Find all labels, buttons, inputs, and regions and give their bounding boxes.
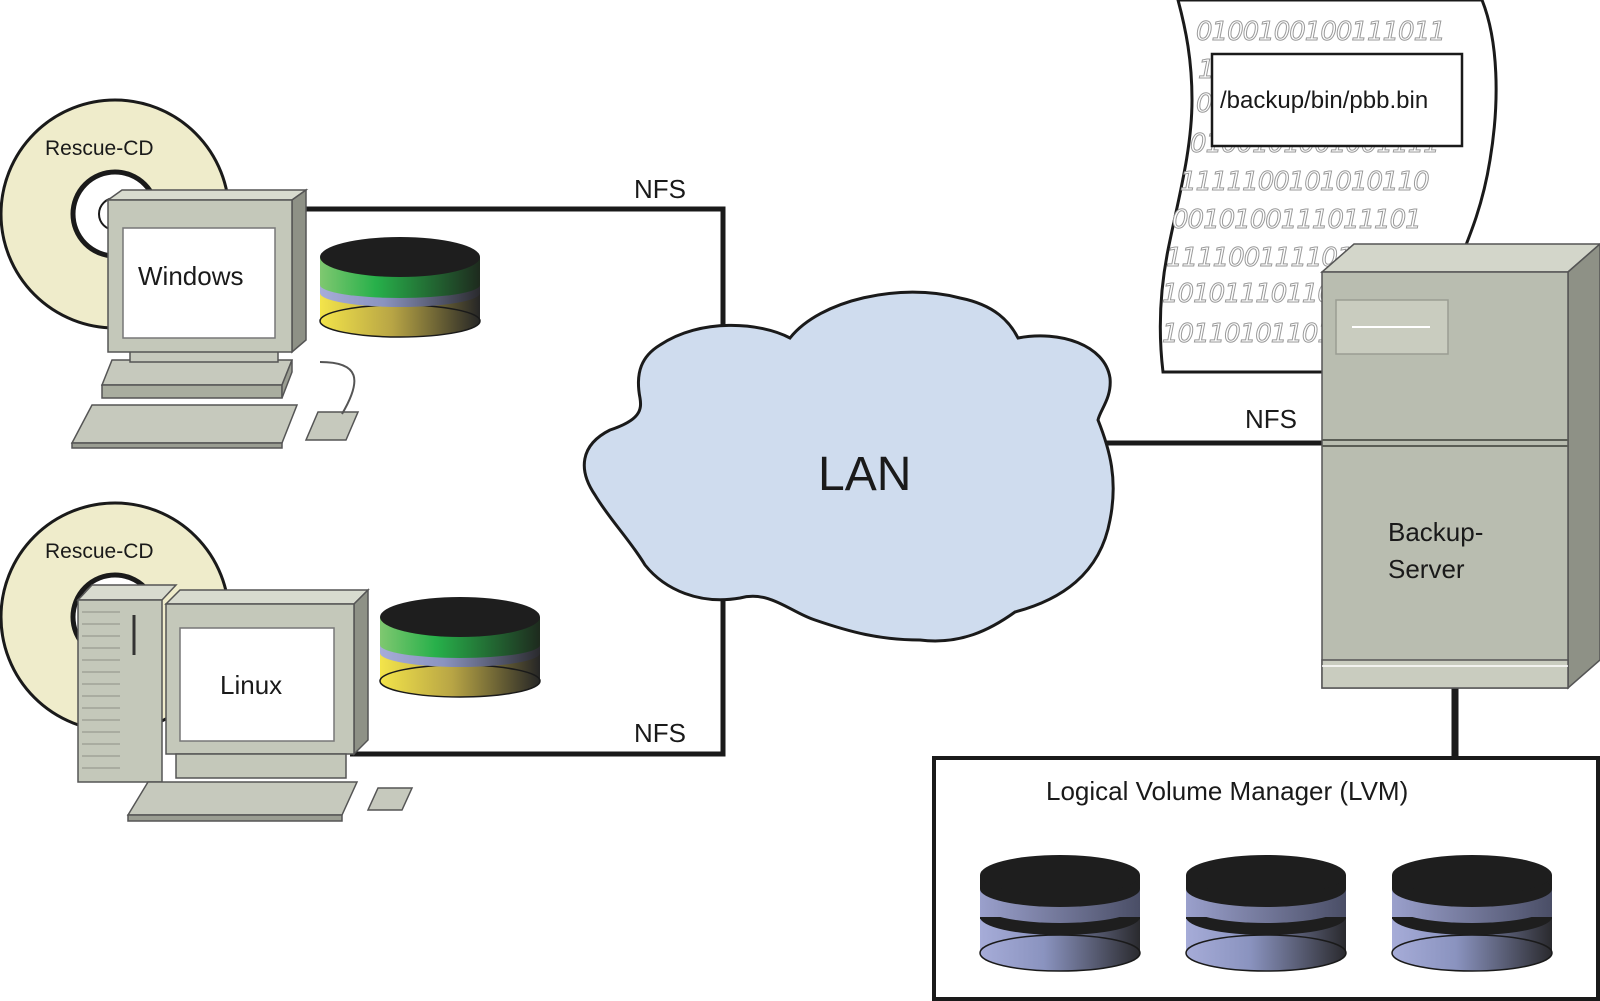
disk-stack-icon [379,597,541,698]
lan-cloud: LAN [582,290,1115,643]
binary-line: 0100100100111011 [1196,17,1445,47]
lan-label: LAN [818,448,911,501]
lvm-disk-icon [1185,855,1347,972]
binary-line: 1 [1198,55,1214,85]
lvm-disk-icon [1391,855,1553,972]
nfs-link-linux [350,600,726,757]
windows-client: Rescue-CD Windows [0,98,481,449]
backup-server-icon [1320,243,1600,690]
lvm-title: Logical Volume Manager (LVM) [1046,776,1408,806]
binary-line: 0010100111011101 [1172,205,1421,235]
tower-computer-icon [76,584,414,822]
linux-label: Linux [220,670,282,700]
disk-stack-icon [319,237,481,338]
server-label-line2: Server [1388,554,1465,584]
lvm-disk-icon [979,855,1141,972]
binary-line: 1111100101010110 [1180,167,1429,197]
binary-line: 0 [1196,89,1212,119]
rescue-cd-label: Rescue-CD [45,540,154,563]
desktop-computer-icon [70,188,360,449]
windows-label: Windows [138,261,243,291]
linux-client: Rescue-CD [0,501,541,822]
nfs-label-server: NFS [1245,404,1297,434]
nfs-label-windows: NFS [634,174,686,204]
rescue-cd-label: Rescue-CD [45,137,154,160]
nfs-label-linux: NFS [634,718,686,748]
nfs-link-windows [302,206,726,331]
server-label-line1: Backup- [1388,517,1483,547]
binary-path-label: /backup/bin/pbb.bin [1220,87,1428,114]
